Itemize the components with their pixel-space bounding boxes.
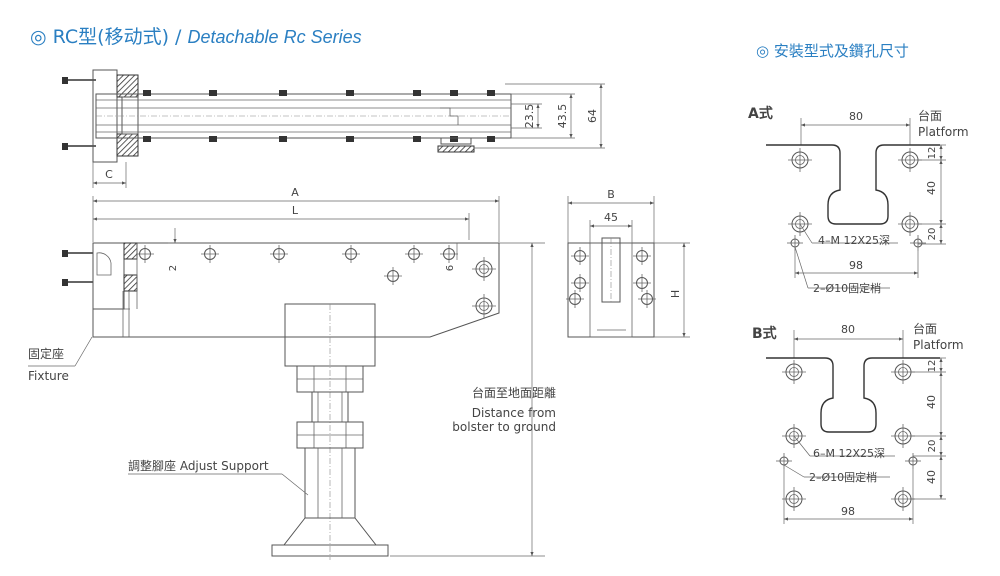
- title-en: Detachable Rc Series: [187, 27, 362, 47]
- type-b-dim-20: 20: [927, 440, 938, 453]
- type-b-dim-40a: 40: [925, 395, 938, 409]
- adjust-support-label: 調整腳座 Adjust Support: [128, 458, 269, 473]
- side-view: 23.5 43.5 64 C: [62, 69, 605, 188]
- type-b-title: B式: [752, 325, 777, 342]
- type-b-dim-40b: 40: [925, 470, 938, 484]
- type-a-platform-cn: 台面: [918, 108, 942, 123]
- bullet-icon: ◎: [756, 42, 770, 60]
- end-view: B 45 H: [565, 188, 690, 338]
- type-a-dim-40: 40: [925, 181, 938, 195]
- fixture-label-en: Fixture: [28, 369, 69, 383]
- dim-l: L: [292, 204, 299, 217]
- type-a-dim-12: 12: [927, 147, 938, 160]
- title-separator: /: [175, 26, 182, 48]
- mounting-title-text: 安裝型式及鑽孔尺寸: [773, 42, 909, 60]
- type-a-pattern: A式 80 台面 Platform: [748, 105, 969, 295]
- dim-2: 2: [168, 265, 179, 271]
- type-a-platform-en: Platform: [918, 125, 969, 139]
- dim-h: H: [669, 290, 682, 298]
- type-b-span: 98: [841, 505, 855, 518]
- type-b-pin-label: 2–Ø10固定梢: [809, 470, 877, 484]
- type-b-platform-en: Platform: [913, 338, 964, 352]
- type-b-bolt-label: 6–M 12X25深: [813, 447, 885, 460]
- front-view: A L: [28, 186, 556, 560]
- dim-64: 64: [586, 109, 599, 123]
- title-cn: RC型(移动式): [52, 26, 169, 48]
- type-a-width: 80: [849, 110, 863, 123]
- type-a-span: 98: [849, 259, 863, 272]
- dim-45: 45: [604, 211, 618, 224]
- type-b-width: 80: [841, 323, 855, 336]
- type-b-platform-cn: 台面: [913, 321, 937, 336]
- dim-6: 6: [445, 265, 456, 271]
- fixture-label-cn: 固定座: [28, 346, 64, 361]
- distance-label-cn: 台面至地面距離: [472, 385, 556, 400]
- dim-b: B: [607, 188, 615, 201]
- type-a-pin-label: 2–Ø10固定梢: [813, 281, 881, 295]
- type-a-dim-20: 20: [927, 228, 938, 241]
- bullet-icon: ◎: [30, 26, 47, 48]
- type-b-pattern: B式 80 台面 Platform: [752, 321, 964, 524]
- dim-43-5: 43.5: [556, 104, 569, 129]
- type-b-dim-12: 12: [927, 360, 938, 373]
- type-a-bolt-label: 4–M 12X25深: [818, 234, 890, 247]
- distance-label-en-2: bolster to ground: [452, 420, 556, 434]
- type-a-title: A式: [748, 105, 773, 122]
- mounting-title: ◎ 安裝型式及鑽孔尺寸: [756, 40, 909, 61]
- main-title: ◎ RC型(移动式) / Detachable Rc Series: [30, 22, 362, 49]
- distance-label-en-1: Distance from: [472, 406, 556, 420]
- dim-23-5: 23.5: [523, 104, 536, 129]
- dim-c: C: [105, 168, 113, 181]
- dim-a: A: [291, 186, 299, 199]
